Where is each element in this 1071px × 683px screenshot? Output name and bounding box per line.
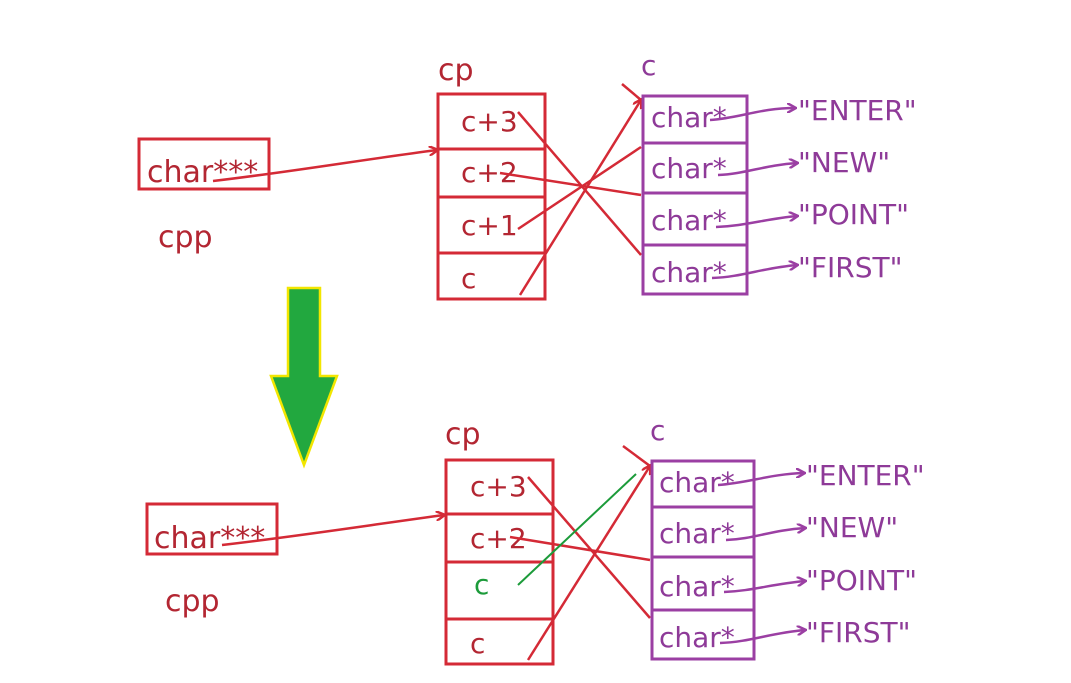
string-2: "POINT" [798,198,909,231]
cpp-box-label: char*** [147,155,258,190]
string-3-2: "FIRST" [806,616,910,649]
c-cell-1: char* [651,152,727,185]
c-cell-0: char* [651,101,727,134]
string-0-2: "ENTER" [806,459,925,492]
cp-cell-3: c [461,262,476,295]
c-array-2 [650,459,756,661]
string-3: "FIRST" [798,251,902,284]
cp-name-label: cp [438,53,474,88]
c-cell-2: char* [651,204,727,237]
cp-cell-1: c+2 [461,156,518,189]
string-1: "NEW" [798,146,890,179]
cp-cell-2-2-changed: c [474,568,489,601]
c-name-label: c [641,49,656,82]
cpp-to-cp-arrow-2 [221,515,444,547]
cpp-box [137,137,271,191]
cp-cell-0-2: c+3 [470,470,527,503]
string-2-2: "POINT" [806,564,917,597]
changed-pointer-line [517,473,637,586]
cp-cell-3-2: c [470,627,485,660]
cpp-box-2 [145,502,279,556]
cpp-name-label-2: cpp [165,584,220,619]
cp-to-c-pointers-2 [509,444,650,661]
cpp-name-label: cpp [158,220,213,255]
diagram-before: char*** cpp cp c+3 c+2 c+1 c c char* cha… [137,49,917,301]
c-cell-0-2: char* [659,466,735,499]
diagram-after: char*** cpp cp c+3 c+2 c c c char* char*… [145,414,925,666]
cpp-to-cp-arrow [212,150,437,183]
cp-name-label-2: cp [445,417,481,452]
down-arrow-icon [269,286,339,469]
c-cell-2-2: char* [659,570,735,603]
c-to-string-arrows [709,108,797,280]
string-0: "ENTER" [798,94,917,127]
c-cell-1-2: char* [659,517,735,550]
string-1-2: "NEW" [806,511,898,544]
cp-cell-0: c+3 [461,105,518,138]
cpp-box-label-2: char*** [154,521,265,556]
cp-to-c-pointers [499,83,641,296]
c-to-string-arrows-2 [717,473,805,645]
c-name-label-2: c [650,414,665,447]
cp-cell-2: c+1 [461,209,518,242]
c-cell-3: char* [651,256,727,289]
c-cell-3-2: char* [659,621,735,654]
c-array [641,94,749,296]
